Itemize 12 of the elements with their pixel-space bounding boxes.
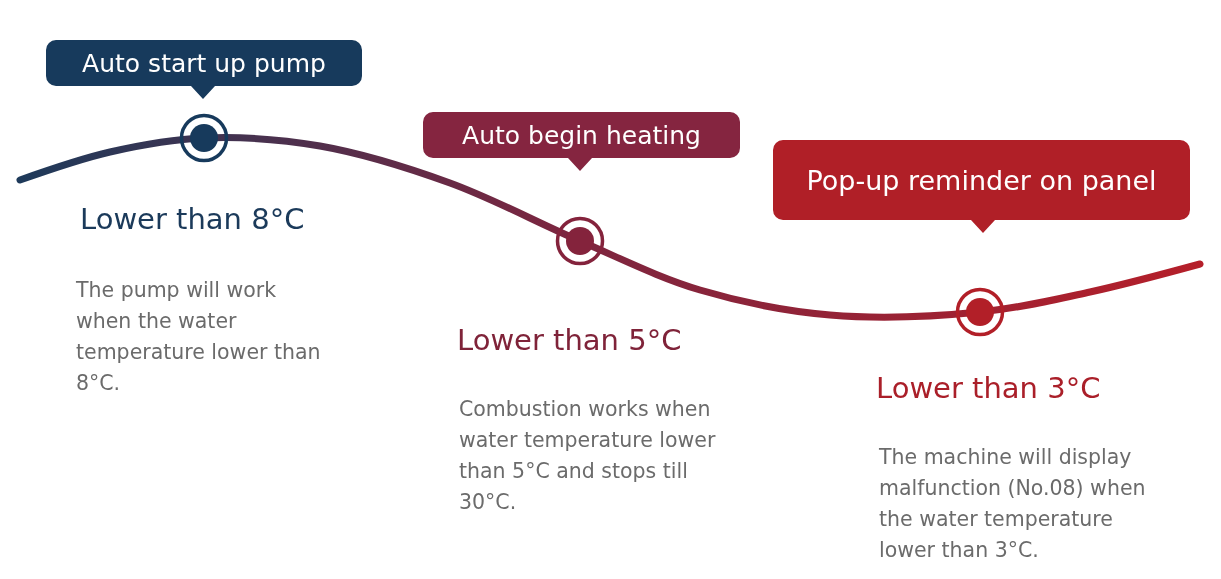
- description-text: The pump will work when the water temperature lower than 8°C.: [76, 277, 322, 397]
- temperature-heading: Lower than 5°C: [457, 322, 682, 359]
- speech-bubble: [46, 40, 362, 99]
- speech-bubble: [773, 140, 1190, 233]
- temperature-heading: Lower than 3°C: [876, 370, 1101, 407]
- bubble-text: Pop-up reminder on panel: [805, 163, 1158, 198]
- bubble-text: Auto begin heating: [461, 119, 702, 152]
- description-text: The machine will display malfunction (No.08) when the water temperature lower than 3°C.: [879, 444, 1147, 564]
- speech-bubble: [423, 112, 740, 171]
- description-text: Combustion works when water temperature lower than 5°C and stops till 30°C.: [459, 396, 717, 516]
- bubble-text: Auto start up pump: [81, 47, 327, 80]
- temperature-heading: Lower than 8°C: [80, 201, 305, 238]
